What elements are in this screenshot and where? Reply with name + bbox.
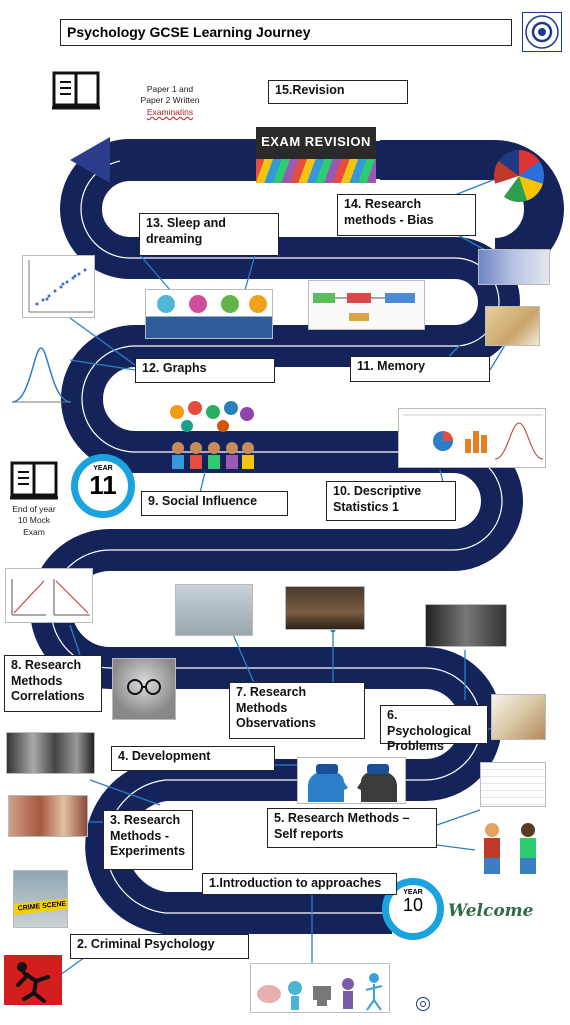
road-center-line xyxy=(50,159,503,914)
topic-15-revision: 15.Revision xyxy=(268,80,408,104)
topic-10-statistics: 10. Descriptive Statistics 1 xyxy=(326,481,456,521)
welcome-text: Welcome xyxy=(448,901,534,921)
crime-tape: CRIME SCENE xyxy=(14,897,67,916)
topic-8-correlations: 8. Research Methods Correlations xyxy=(4,655,102,712)
mock-note-line3: Exam xyxy=(23,526,45,537)
topic-11-memory: 11. Memory xyxy=(350,356,490,382)
hands-image xyxy=(485,306,540,346)
crime-scene-image: CRIME SCENE xyxy=(13,870,68,928)
memory-diagram-image xyxy=(308,280,425,330)
exam-note: Paper 1 and Paper 2 Written Examinatins xyxy=(128,84,212,118)
social-influence-image xyxy=(163,400,258,472)
year-10-label: YEAR xyxy=(403,889,423,896)
development-photo xyxy=(6,732,95,774)
topic-1-intro: 1.Introduction to approaches xyxy=(202,873,397,895)
observation-photo-2 xyxy=(285,586,365,630)
topic-2-criminal: 2. Criminal Psychology xyxy=(70,934,249,959)
exam-revision-banner: EXAM REVISION xyxy=(256,127,376,183)
normal-curve-image xyxy=(10,340,73,410)
mock-note-line2: 10 Mock xyxy=(17,515,51,526)
year-11-badge: YEAR 11 xyxy=(71,454,135,518)
exam-note-line3: Examinatins xyxy=(146,106,194,117)
crime-tape-text: CRIME SCENE xyxy=(17,900,67,913)
approaches-icons-image xyxy=(250,963,390,1013)
crime-outline-icon xyxy=(4,955,62,1005)
exam-note-line1: Paper 1 and xyxy=(146,84,194,94)
year-11-number: 11 xyxy=(89,470,117,500)
book-icon xyxy=(52,71,100,110)
topic-12-graphs: 12. Graphs xyxy=(135,358,275,383)
page-title: Psychology GCSE Learning Journey xyxy=(60,19,512,46)
mock-note-line1: End of year xyxy=(12,504,56,514)
topic-6-psych-problems: 6. Psychological Problems xyxy=(380,705,488,753)
scatter-graph-image xyxy=(22,255,95,318)
year-10-number: 10 xyxy=(402,895,424,915)
school-logo xyxy=(522,12,562,52)
topic-14-bias: 14. Research methods - Bias xyxy=(337,194,476,236)
descriptive-stats-image xyxy=(398,408,546,468)
topic-3-experiments: 3. Research Methods - Experiments xyxy=(103,810,193,870)
flags-globe-image xyxy=(494,150,544,202)
connector-lines xyxy=(59,179,506,976)
topic-13-sleep: 13. Sleep and dreaming xyxy=(139,213,279,256)
interview-image xyxy=(478,818,544,878)
small-logo-icon xyxy=(416,997,430,1011)
psych-problems-photo xyxy=(425,604,507,647)
mock-exam-note: End of year 10 Mock Exam xyxy=(6,504,62,538)
exam-revision-text: EXAM REVISION xyxy=(261,134,371,149)
experiment-photo xyxy=(8,795,88,837)
year-11-label: YEAR xyxy=(93,465,113,472)
bias-image xyxy=(478,249,550,285)
correlation-graphs-image xyxy=(5,568,93,623)
topic-9-social-influence: 9. Social Influence xyxy=(141,491,288,516)
questionnaire-image xyxy=(480,762,546,807)
exam-note-line2: Paper 2 Written xyxy=(140,95,200,106)
topic-5-self-reports: 5. Research Methods – Self reports xyxy=(267,808,437,848)
handshake-image xyxy=(491,694,546,740)
sleep-infographic-image xyxy=(145,289,273,339)
road-arrow-head xyxy=(70,137,110,183)
book-icon xyxy=(10,461,58,500)
piaget-portrait-image xyxy=(112,658,176,720)
pencils-graphic xyxy=(256,159,376,183)
topic-7-observations: 7. Research Methods Observations xyxy=(229,682,365,739)
road-path xyxy=(30,139,523,934)
self-report-heads-image xyxy=(297,757,406,804)
observation-photo-1 xyxy=(175,584,253,636)
topic-4-development: 4. Development xyxy=(111,746,275,771)
